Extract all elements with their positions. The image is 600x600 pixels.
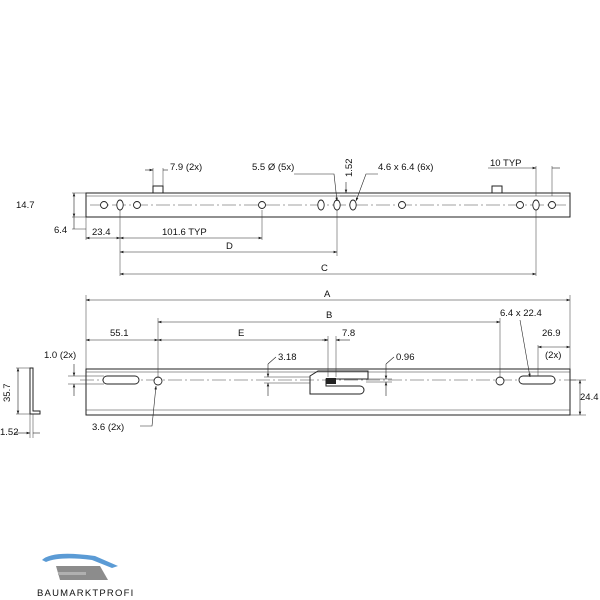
- dim-B-label: B: [326, 310, 332, 321]
- dim-14-7-label: 14.7: [16, 200, 35, 211]
- dim-7-9-label: 7.9 (2x): [170, 162, 202, 173]
- dim-23-4-label: 23.4: [92, 227, 111, 238]
- dim-26-9-count-label: (2x): [545, 350, 561, 361]
- top-view-outline: [85, 192, 571, 218]
- dim-5-5-label: 5.5 Ø (5x): [252, 162, 294, 173]
- round-hole: [258, 201, 266, 209]
- round-hole: [100, 201, 108, 209]
- slot-hole: [333, 199, 341, 211]
- dim-3-6-label: 3.6 (2x): [92, 422, 124, 433]
- top-view: 14.7 6.4 7.9 (2x) 5.5 Ø (5x) 1.52 4.6 x …: [16, 158, 571, 276]
- dim-6-4-label: 6.4: [54, 225, 67, 236]
- dim-35-7-label: 35.7: [2, 384, 13, 403]
- clip-marker: [326, 378, 336, 384]
- long-slot-right: [518, 375, 556, 385]
- dim-0-96-label: 0.96: [396, 352, 415, 363]
- top-tab-left: [152, 185, 164, 194]
- dim-C-label: C: [321, 263, 328, 274]
- dim-55-1-label: 55.1: [110, 328, 129, 339]
- dim-4-6-label: 4.6 x 6.4 (6x): [378, 162, 433, 173]
- round-hole: [398, 201, 406, 209]
- dim-24-4-label: 24.4: [580, 392, 599, 403]
- dim-3-18-label: 3.18: [278, 352, 297, 363]
- slot-hole: [532, 199, 540, 211]
- slot-hole: [317, 199, 325, 211]
- logo-text: BAUMARKTPROFI: [37, 588, 134, 599]
- round-hole: [516, 201, 524, 209]
- round-hole: [548, 201, 556, 209]
- dim-26-9-label: 26.9: [542, 328, 561, 339]
- dim-1-52-side-label: 1.52: [0, 427, 19, 438]
- center-clip: [309, 370, 369, 395]
- front-view: A B 55.1 E 7.8 3.18 0.96 6.4 x 22.4: [44, 289, 599, 433]
- angle-profile: [29, 367, 41, 415]
- round-hole: [495, 376, 505, 386]
- dim-D-label: D: [226, 241, 233, 252]
- long-slot-left: [102, 375, 140, 385]
- side-view: 35.7 1.52: [0, 367, 41, 438]
- dim-E-label: E: [238, 328, 244, 339]
- top-tab-right: [491, 185, 503, 194]
- slot-hole: [349, 199, 357, 211]
- round-hole: [153, 376, 163, 386]
- dim-1-52-top-label: 1.52: [344, 159, 355, 178]
- round-hole: [133, 201, 141, 209]
- dim-6-4x22-4-label: 6.4 x 22.4: [500, 308, 542, 319]
- dim-A-label: A: [324, 289, 331, 300]
- dim-101-6-label: 101.6 TYP: [162, 227, 207, 238]
- dim-10-typ-label: 10 TYP: [490, 158, 522, 169]
- baumarktprofi-logo: BAUMARKTPROFI: [37, 553, 134, 599]
- slot-hole: [116, 199, 124, 211]
- logo-roof-icon: [42, 553, 118, 568]
- dim-7-8-label: 7.8: [342, 328, 355, 339]
- dim-1-0-label: 1.0 (2x): [44, 350, 76, 361]
